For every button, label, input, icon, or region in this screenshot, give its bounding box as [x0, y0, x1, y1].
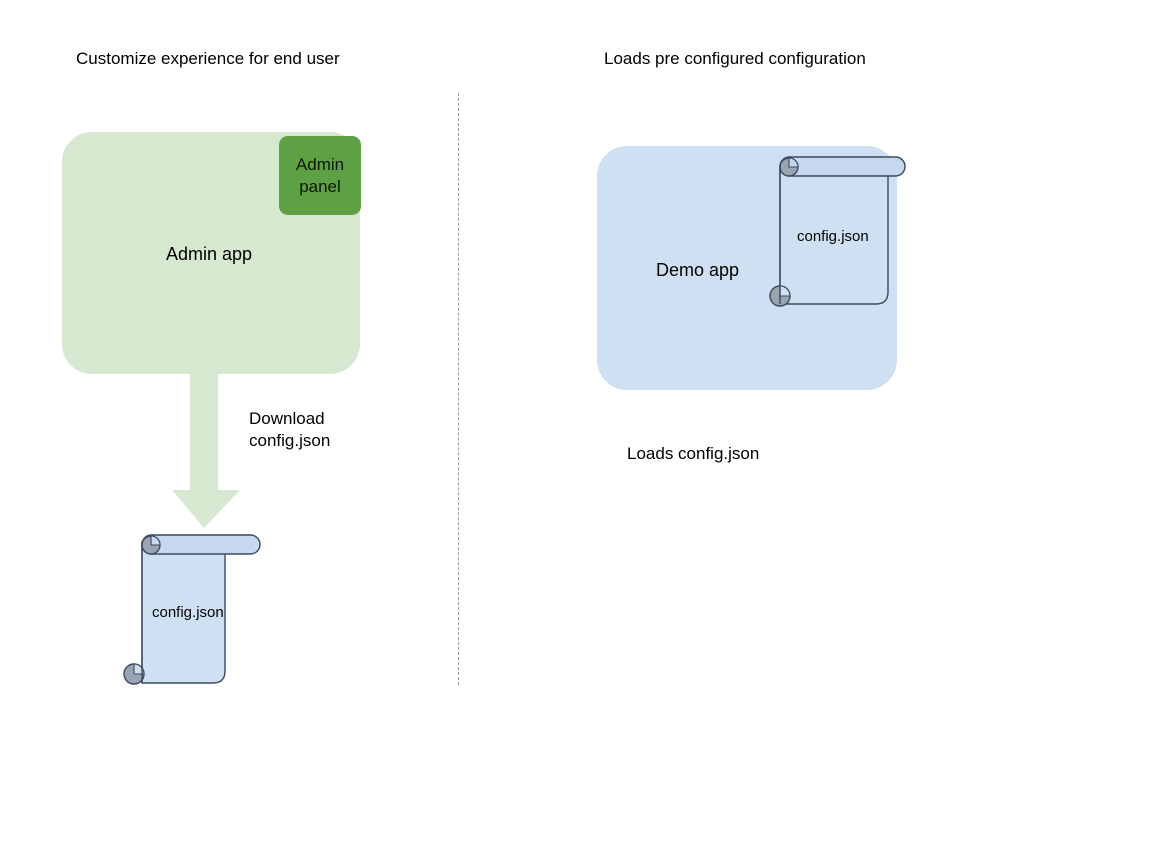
admin-app-label: Admin app: [166, 244, 253, 264]
right-panel-title: Loads pre configured configuration: [604, 49, 866, 68]
demo-app-label: Demo app: [656, 260, 740, 280]
admin-panel-chip-line2: panel: [299, 176, 341, 196]
left-panel-title: Customize experience for end user: [76, 49, 340, 68]
download-arrow-icon: [172, 372, 244, 530]
config-json-document-left[interactable]: [118, 526, 268, 692]
config-json-document-left-label: config.json: [152, 604, 224, 621]
panel-divider: [458, 93, 459, 685]
config-json-document-right[interactable]: [766, 150, 916, 316]
config-json-document-right-label: config.json: [797, 228, 869, 245]
download-arrow-label: Download config.json: [249, 408, 330, 452]
loads-config-json-caption: Loads config.json: [627, 444, 760, 463]
admin-panel-chip-line1: Admin: [295, 154, 345, 174]
admin-panel-chip[interactable]: Admin panel: [279, 136, 361, 215]
download-arrow-label-line1: Download: [249, 409, 325, 428]
download-arrow-label-line2: config.json: [249, 431, 331, 450]
admin-panel-chip-text: Admin panel: [296, 154, 344, 198]
